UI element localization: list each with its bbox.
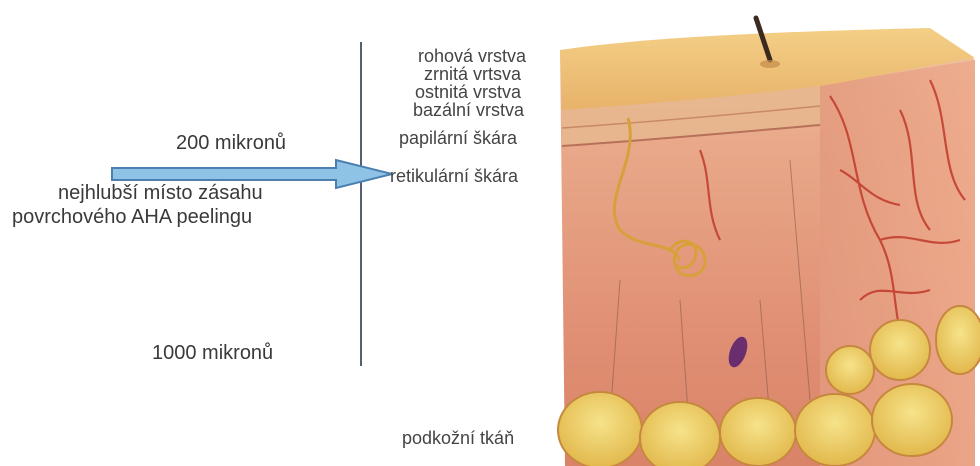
layer-label-bazalni: bazální vrstva: [413, 100, 524, 120]
layer-label-papilarni: papilární škára: [399, 128, 517, 148]
layer-label-zrnita: zrnitá vrtsva: [424, 64, 521, 84]
layer-label-retikularni: retikulární škára: [390, 166, 518, 186]
layer-label-ostnita: ostnitá vrstva: [415, 82, 521, 102]
layer-label-podkozni: podkožní tkáň: [402, 428, 514, 448]
depth-arrow: [112, 160, 392, 188]
layer-label-rohova: rohová vrstva: [418, 46, 526, 66]
